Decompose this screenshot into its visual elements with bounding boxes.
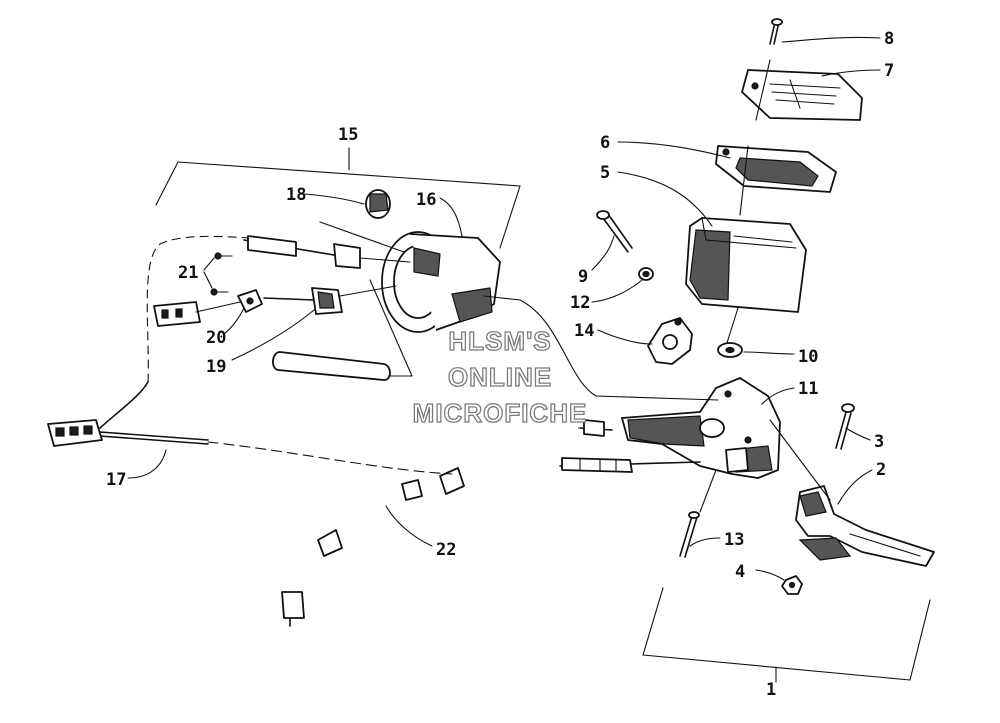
callout-22: 22 bbox=[436, 540, 456, 560]
callout-3: 3 bbox=[874, 432, 884, 452]
callout-19: 19 bbox=[206, 357, 226, 377]
master-cylinder-assembly-bracket bbox=[642, 587, 931, 683]
callout-5: 5 bbox=[600, 163, 610, 183]
callout-17: 17 bbox=[106, 470, 126, 490]
callout-21: 21 bbox=[178, 263, 198, 283]
watermark: HLSM'S ONLINE MICROFICHE bbox=[412, 325, 588, 428]
part-22-cable bbox=[281, 426, 579, 627]
assembly-guide-line-lever bbox=[769, 419, 831, 501]
assembly-guide-line-reservoir bbox=[725, 59, 771, 347]
callout-10: 10 bbox=[798, 347, 818, 367]
part-10-reservoir-washer bbox=[717, 342, 743, 358]
assembly-guide-line-lever-pivot bbox=[369, 279, 413, 377]
switch-wire-connector bbox=[153, 301, 241, 327]
part-3-lever-bolt bbox=[835, 403, 855, 450]
part-5-reservoir-body bbox=[685, 217, 807, 313]
part-12-lock-washer bbox=[638, 267, 654, 281]
part-2-brake-lever bbox=[795, 485, 935, 567]
callout-6: 6 bbox=[600, 133, 610, 153]
part-13-pivot-bolt bbox=[679, 511, 700, 558]
watermark-line-3: MICROFICHE bbox=[413, 398, 588, 428]
callout-4: 4 bbox=[735, 562, 745, 582]
switch-internal-toggle bbox=[243, 221, 411, 269]
callout-9: 9 bbox=[578, 267, 588, 287]
part-14-handlebar-clamp bbox=[647, 317, 693, 365]
callout-20: 20 bbox=[206, 328, 226, 348]
watermark-line-2: ONLINE bbox=[448, 362, 552, 392]
part-18-switch-knob bbox=[365, 189, 391, 219]
part-4-lever-nut bbox=[781, 575, 803, 595]
part-7-reservoir-cover bbox=[741, 69, 863, 121]
hand-grip-tube bbox=[272, 351, 391, 381]
watermark-line-1: HLSM'S bbox=[448, 326, 551, 356]
part-21-screws bbox=[210, 252, 233, 296]
callout-16: 16 bbox=[416, 190, 436, 210]
callout-18: 18 bbox=[286, 185, 306, 205]
callout-14: 14 bbox=[574, 321, 594, 341]
callout-2: 2 bbox=[876, 460, 886, 480]
callout-1: 1 bbox=[766, 680, 776, 700]
part-9-clamp-screw bbox=[596, 210, 633, 253]
callout-labels: 1 2 3 4 5 6 7 8 9 10 11 12 13 14 15 16 1… bbox=[106, 29, 894, 700]
part-19-switch-element bbox=[263, 285, 397, 315]
part-6-diaphragm-plate bbox=[715, 145, 837, 193]
part-8-cover-screw bbox=[769, 18, 783, 45]
callout-8: 8 bbox=[884, 29, 894, 49]
callout-15: 15 bbox=[338, 125, 358, 145]
callout-leader-lines bbox=[127, 36, 881, 581]
part-17-wiring-harness bbox=[47, 235, 453, 475]
callout-7: 7 bbox=[884, 61, 894, 81]
callout-13: 13 bbox=[724, 530, 744, 550]
callout-12: 12 bbox=[570, 293, 590, 313]
callout-11: 11 bbox=[798, 379, 818, 399]
part-20-grommet bbox=[237, 289, 263, 313]
assembly-guide-line-switch bbox=[483, 295, 719, 401]
assembly-guide-line-pivot bbox=[699, 469, 717, 513]
switch-assembly-bracket bbox=[155, 147, 521, 377]
part-16-switch-housing bbox=[381, 231, 501, 333]
brake-hose-fitting bbox=[559, 447, 749, 473]
